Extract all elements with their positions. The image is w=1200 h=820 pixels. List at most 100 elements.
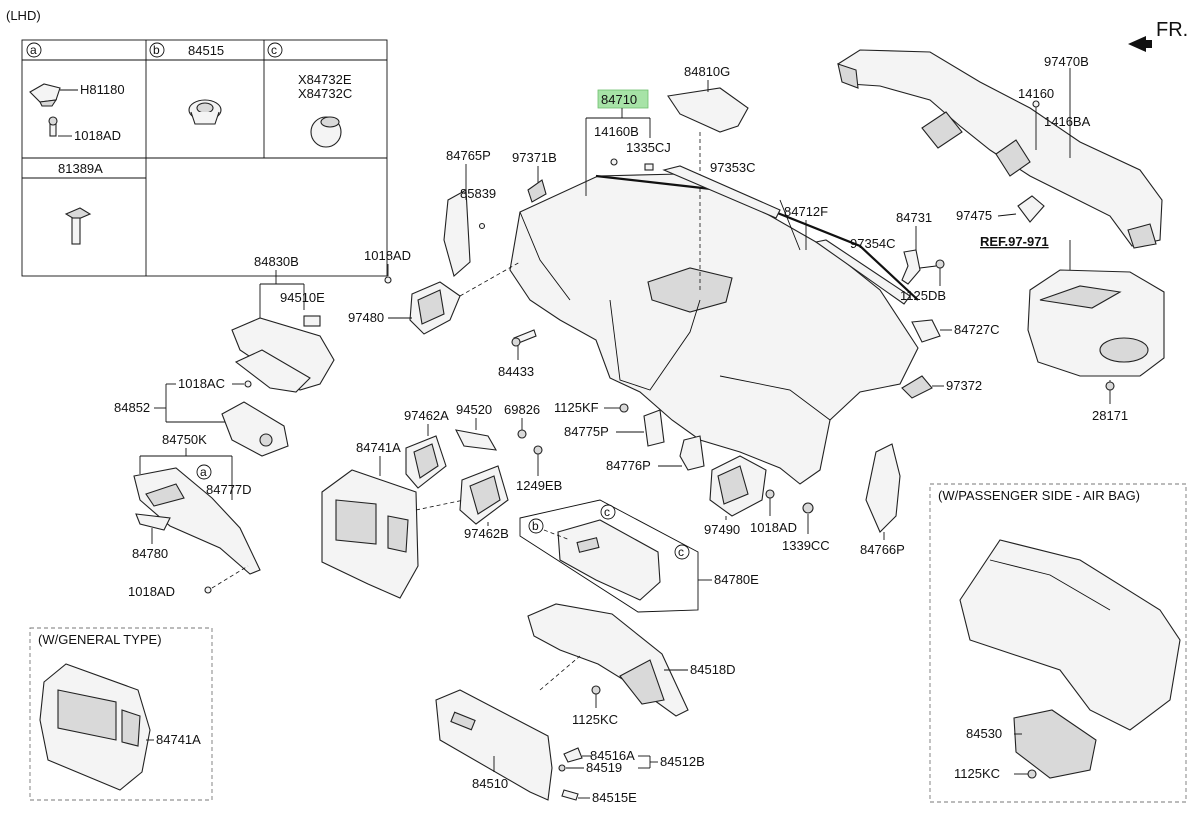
airbag-module-84530 xyxy=(1013,709,1097,779)
part-84852: 84852 xyxy=(114,400,150,415)
bolt-1125KC-icon xyxy=(591,685,601,695)
part-94510E: 94510E xyxy=(280,290,325,305)
tag-c-circle-2 xyxy=(674,544,690,560)
screw-14160B-icon xyxy=(610,158,618,166)
legend-b-grommet-icon xyxy=(188,99,222,125)
part-84433: 84433 xyxy=(498,364,534,379)
part-1125KF: 1125KF xyxy=(554,400,599,415)
bolt-1125KC-b-icon xyxy=(1027,769,1037,779)
part-84712F: 84712F xyxy=(784,204,828,219)
bracket-84731 xyxy=(901,249,921,285)
legend-c-part-2: X84732C xyxy=(298,86,352,101)
cluster-hood-84830B xyxy=(231,317,335,393)
screw-1018AC-icon xyxy=(244,380,252,388)
screw-1249EB-icon xyxy=(533,445,543,455)
center-vent-97462A xyxy=(405,435,447,489)
bracket-84727C xyxy=(911,319,941,343)
latch-84516A-icon xyxy=(563,747,583,763)
center-fascia-general-type xyxy=(39,663,151,791)
part-14160: 14160 xyxy=(1018,86,1054,101)
screw-69826-icon xyxy=(517,429,527,439)
part-94520: 94520 xyxy=(456,402,492,417)
part-1018AC: 1018AC xyxy=(178,376,225,391)
tag-c-label-2: c xyxy=(678,545,684,559)
trim-84780 xyxy=(135,513,171,531)
part-28171: 28171 xyxy=(1092,408,1128,423)
part-84741A-b: 84741A xyxy=(156,732,201,747)
legend-tag-c: c xyxy=(271,43,277,57)
side-vent-97490 xyxy=(709,455,767,517)
glovebox-cover-84780E xyxy=(519,499,699,613)
tag-b-circle xyxy=(528,518,544,534)
screw-14160-icon xyxy=(1032,100,1040,108)
part-1339CC: 1339CC xyxy=(782,538,830,553)
part-97462A: 97462A xyxy=(404,408,449,423)
crash-pad-main xyxy=(509,173,919,485)
vent-97372 xyxy=(901,375,933,399)
part-97371B: 97371B xyxy=(512,150,557,165)
part-84766P: 84766P xyxy=(860,542,905,557)
glovebox-84510 xyxy=(435,689,553,801)
legend-tag-a: a xyxy=(30,43,37,57)
bracket-84776P xyxy=(679,435,705,471)
switch-94510E-icon xyxy=(303,315,321,327)
part-84780E: 84780E xyxy=(714,572,759,587)
legend-tag-c-circle xyxy=(267,42,283,58)
clip-97475-icon xyxy=(1017,195,1045,223)
part-1125KC: 1125KC xyxy=(572,712,618,727)
clip-1335CJ-icon xyxy=(644,163,654,171)
part-84512B: 84512B xyxy=(660,754,705,769)
part-1416BA: 1416BA xyxy=(1044,114,1091,129)
part-84830B: 84830B xyxy=(254,254,299,269)
part-1018AD-c: 1018AD xyxy=(128,584,175,599)
inset-airbag-frame xyxy=(929,483,1187,803)
legend-c-cap-icon xyxy=(310,116,342,148)
part-84710-highlight xyxy=(597,89,649,109)
legend-tag-b-circle xyxy=(149,42,165,58)
part-97475: 97475 xyxy=(956,208,992,223)
part-84775P: 84775P xyxy=(564,424,609,439)
part-84515E: 84515E xyxy=(592,790,637,805)
heater-unit xyxy=(1027,269,1165,377)
defrost-grille-97353C xyxy=(662,165,781,219)
inset-general-type-title: (W/GENERAL TYPE) xyxy=(38,632,162,647)
legend-a-clip-icon xyxy=(29,83,61,107)
legend-tag-b: b xyxy=(153,43,160,57)
legend-table xyxy=(21,39,388,277)
side-cover-84765P xyxy=(443,189,471,277)
tag-c-circle-1 xyxy=(600,504,616,520)
part-97372: 97372 xyxy=(946,378,982,393)
part-84727C: 84727C xyxy=(954,322,1000,337)
ref-note: REF.97-971 xyxy=(980,234,1049,249)
part-97480: 97480 xyxy=(348,310,384,325)
center-vent-97462B xyxy=(459,465,509,525)
bolt-1125DB-icon xyxy=(935,259,945,269)
tag-a-label: a xyxy=(200,465,207,479)
bolt-28171-icon xyxy=(1105,381,1115,391)
screw-1018AD-a-icon xyxy=(384,276,392,284)
side-vent-97480 xyxy=(409,281,461,335)
side-cover-84766P xyxy=(865,443,901,533)
part-97462B: 97462B xyxy=(464,526,509,541)
air-duct-assembly xyxy=(837,49,1163,249)
screw-1018AD-b-icon xyxy=(765,489,775,499)
part-84741A: 84741A xyxy=(356,440,401,455)
part-97354C: 97354C xyxy=(850,236,896,251)
airbag-crash-pad xyxy=(959,539,1181,731)
part-97470B: 97470B xyxy=(1044,54,1089,69)
legend-bolt-icon xyxy=(64,207,92,245)
part-84530: 84530 xyxy=(966,726,1002,741)
switch-94520 xyxy=(455,429,498,451)
bolt-84433-icon xyxy=(511,329,537,347)
part-84710: 84710 xyxy=(601,92,637,107)
pin-84519-icon xyxy=(558,764,566,772)
part-84519: 84519 xyxy=(586,760,622,775)
tag-c-label-1: c xyxy=(604,505,610,519)
bracket-84775P xyxy=(643,409,665,447)
variant-label: (LHD) xyxy=(6,8,41,23)
legend-c-part-1: X84732E xyxy=(298,72,352,87)
part-14160B: 14160B xyxy=(594,124,639,139)
defrost-grille-97354C xyxy=(814,239,911,305)
part-1249EB: 1249EB xyxy=(516,478,562,493)
